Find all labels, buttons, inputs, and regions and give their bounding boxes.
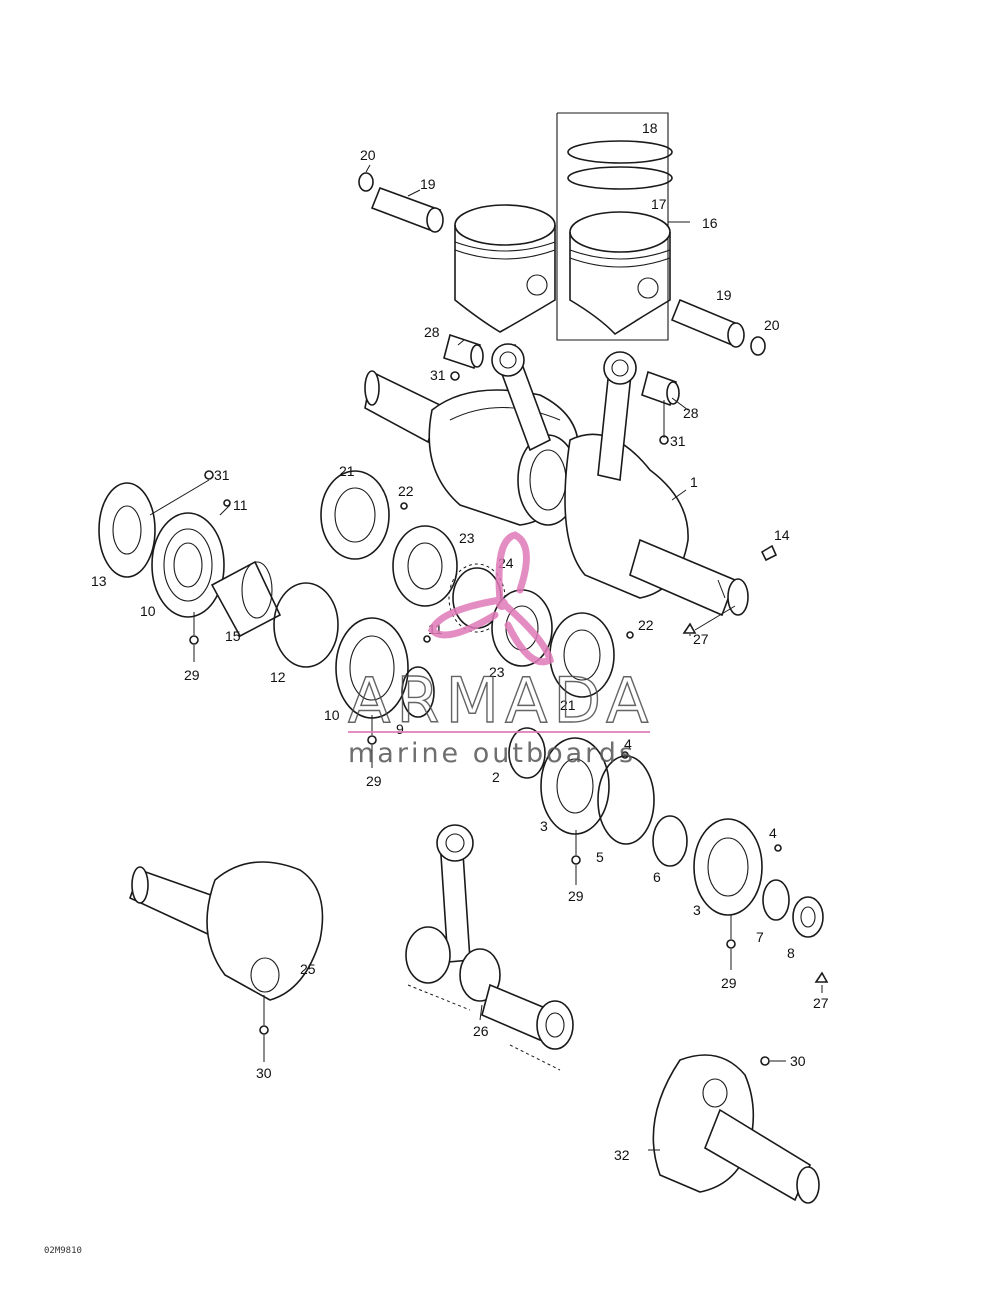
piston-pin-left [370, 186, 444, 233]
callout-21-upper: 21 [339, 463, 355, 479]
callout-27-upper: 27 [693, 631, 709, 647]
armada-logo-watermark: ARMADA marine outboards [347, 531, 654, 769]
ring-12 [273, 582, 339, 668]
callout-16: 16 [702, 215, 718, 231]
watermark-subtitle: marine outboards [348, 738, 636, 769]
callout-6: 6 [653, 869, 661, 885]
callout-28-right: 28 [683, 405, 699, 421]
ring-7 [762, 879, 790, 921]
piston [454, 204, 556, 333]
pin-11-upper [223, 499, 231, 507]
callout-13: 13 [91, 573, 107, 589]
piston-ring-upper [567, 140, 673, 164]
propeller-hub-icon [496, 598, 508, 610]
ball-bearing-21-upper [320, 470, 390, 560]
pin-4-lower [774, 844, 782, 852]
callout-1: 1 [690, 474, 698, 490]
nut-8 [792, 896, 824, 938]
piston-ring-lower [567, 166, 673, 190]
callout-20-left: 20 [360, 147, 376, 163]
ball-bearing-3-lower [693, 818, 763, 916]
ball-bearing-3-upper [540, 737, 610, 835]
callout-5: 5 [596, 849, 604, 865]
callout-32: 32 [614, 1147, 630, 1163]
ring-2 [508, 727, 546, 779]
callout-19-left: 19 [420, 176, 436, 192]
callout-labels: 18 17 16 20 19 19 20 28 31 28 31 1 31 11… [91, 120, 829, 1163]
callout-4-upper: 4 [624, 736, 632, 752]
needle-bearing-left [443, 333, 484, 370]
bearing-23-upper [392, 525, 458, 607]
callout-21-lower: 21 [560, 697, 576, 713]
piston-kit [569, 211, 671, 336]
pin-4-upper [621, 751, 629, 759]
callout-10-center: 10 [324, 707, 340, 723]
crankshaft-assembly [364, 343, 749, 617]
leader-lines [149, 164, 823, 1151]
ball-bearing-10-left [151, 512, 225, 618]
piston-kit-bracket [556, 112, 669, 341]
callout-8: 8 [787, 945, 795, 961]
callout-3-upper: 3 [540, 818, 548, 834]
pin-22-lower [626, 631, 634, 639]
ball-bearing-21-lower [549, 612, 615, 698]
woodruff-key [760, 544, 778, 562]
callout-3-lower: 3 [693, 902, 701, 918]
needle-bearing-right [641, 370, 680, 407]
callout-31-right: 31 [670, 433, 686, 449]
ring-6 [652, 815, 688, 867]
callout-11-upper: 11 [233, 497, 248, 513]
callout-27-lower: 27 [813, 995, 829, 1011]
callout-23-upper: 23 [459, 530, 475, 546]
watermark-title: ARMADA [348, 664, 654, 737]
callout-23-lower: 23 [489, 664, 505, 680]
pin-11-lower [423, 635, 431, 643]
distance-sleeve-15 [210, 560, 282, 638]
callout-14: 14 [774, 527, 790, 543]
callout-15: 15 [225, 628, 241, 644]
callout-20-right: 20 [764, 317, 780, 333]
callout-26: 26 [473, 1023, 489, 1039]
ring-9 [401, 666, 435, 718]
callout-10-left: 10 [140, 603, 156, 619]
plug-29-marker [189, 635, 736, 949]
callout-2: 2 [492, 769, 500, 785]
plug-27-marker [682, 622, 829, 983]
callout-12: 12 [270, 669, 286, 685]
callout-29-far-right: 29 [721, 975, 737, 991]
callout-22-lower: 22 [638, 617, 654, 633]
callout-25: 25 [300, 961, 316, 977]
callout-31-upper: 31 [430, 367, 446, 383]
propeller-logo-icon [427, 531, 555, 666]
circlip-left [358, 172, 374, 192]
callout-19-right: 19 [716, 287, 732, 303]
callout-30-right: 30 [790, 1053, 806, 1069]
circlip-right [750, 336, 766, 356]
callout-31-left: 31 [214, 467, 230, 483]
callout-29-left: 29 [184, 667, 200, 683]
ring-5 [597, 755, 655, 845]
callout-9: 9 [396, 721, 404, 737]
crankshaft-half-25 [129, 861, 324, 1001]
oil-seal-13 [98, 482, 156, 578]
callout-7: 7 [756, 929, 764, 945]
conrod-assembly-26 [405, 824, 574, 1050]
callout-4-lower: 4 [769, 825, 777, 841]
piston-pin-right [670, 298, 745, 348]
callout-28-left: 28 [424, 324, 440, 340]
drawing-code: 02M9810 [44, 1246, 82, 1256]
callout-29-right: 29 [568, 888, 584, 904]
pin-22-upper [400, 502, 408, 510]
plug-30-marker [259, 1025, 770, 1066]
callout-17: 17 [651, 196, 667, 212]
callout-18: 18 [642, 120, 658, 136]
callout-29-center: 29 [366, 773, 382, 789]
callout-22-upper: 22 [398, 483, 414, 499]
callout-30-left: 30 [256, 1065, 272, 1081]
crankshaft-half-32 [652, 1054, 820, 1204]
conrod-guide-line-upper [407, 984, 471, 1011]
